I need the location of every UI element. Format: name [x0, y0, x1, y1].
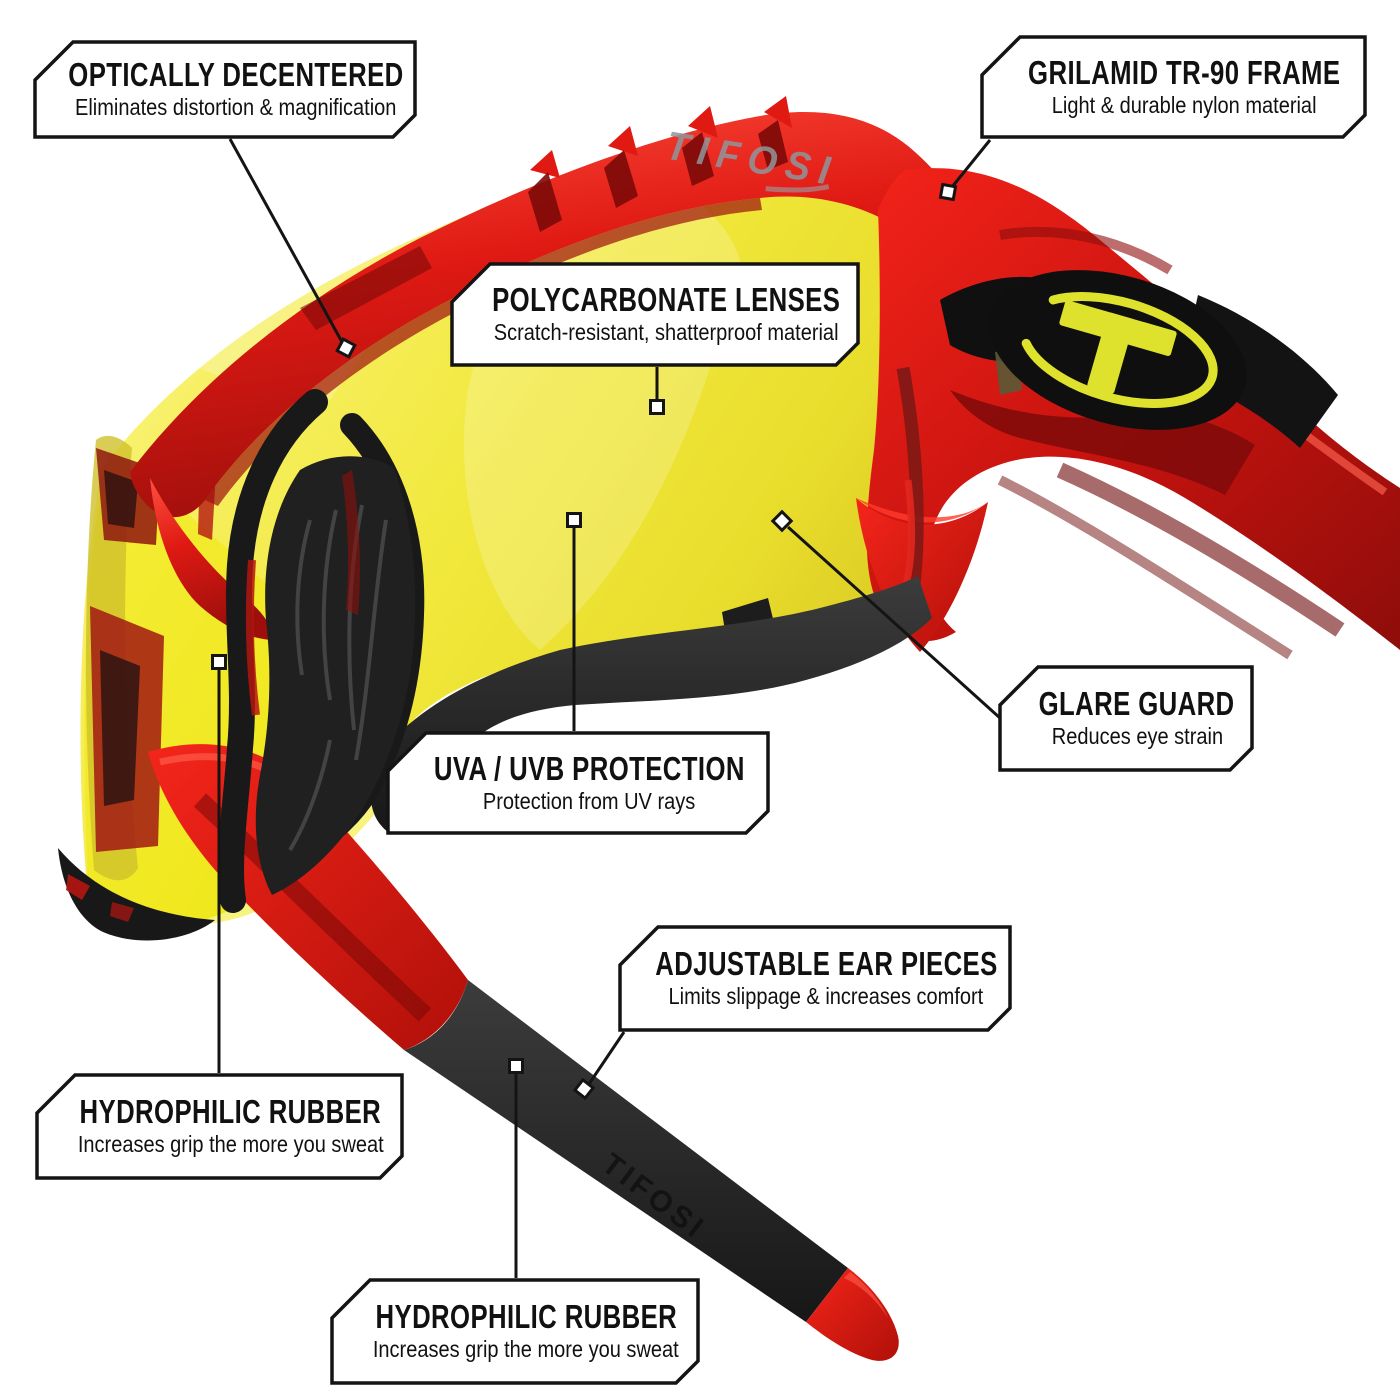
- callout-box-grilamid: [980, 35, 1367, 139]
- callout-box-hydrophilic-nose: [35, 1073, 404, 1180]
- callout-box-uva-uvb: [386, 731, 770, 835]
- marker-polycarbonate: [649, 399, 665, 415]
- marker-uva-uvb: [566, 512, 582, 528]
- leader-line-adjustable: [587, 1031, 626, 1085]
- leader-line-grilamid: [950, 139, 992, 188]
- right-temple: [856, 168, 1400, 660]
- marker-adjustable: [572, 1077, 596, 1101]
- vent-tip: [764, 96, 792, 128]
- marker-grilamid: [938, 182, 958, 202]
- tifosi-t-logo: [989, 270, 1247, 430]
- callout-box-glare-guard: [998, 665, 1254, 772]
- callout-box-polycarbonate: [450, 262, 860, 367]
- leader-line-optically-decentered: [228, 138, 344, 343]
- callout-box-hydrophilic-temple: [330, 1278, 700, 1385]
- callout-box-adjustable: [618, 925, 1012, 1032]
- vent-tip: [530, 150, 560, 178]
- nose-piece: [217, 389, 425, 913]
- vent-tip: [688, 106, 718, 138]
- ear-piece-tip: [806, 1268, 899, 1361]
- lens-bottom-tip: [58, 848, 215, 941]
- nose-pad: [255, 456, 416, 895]
- marker-glare-guard: [770, 509, 794, 533]
- marker-optically-decentered: [335, 337, 357, 359]
- lens-lower-rim: [370, 576, 933, 832]
- callout-box-optically-decentered: [33, 40, 417, 139]
- marker-hydrophilic-nose: [211, 654, 227, 670]
- top-frame-bar: [130, 96, 958, 640]
- vent-tip: [608, 126, 638, 156]
- glare-guard-piece: [856, 498, 988, 652]
- leader-line-glare-guard: [786, 525, 1002, 720]
- marker-hydrophilic-temple: [508, 1058, 524, 1074]
